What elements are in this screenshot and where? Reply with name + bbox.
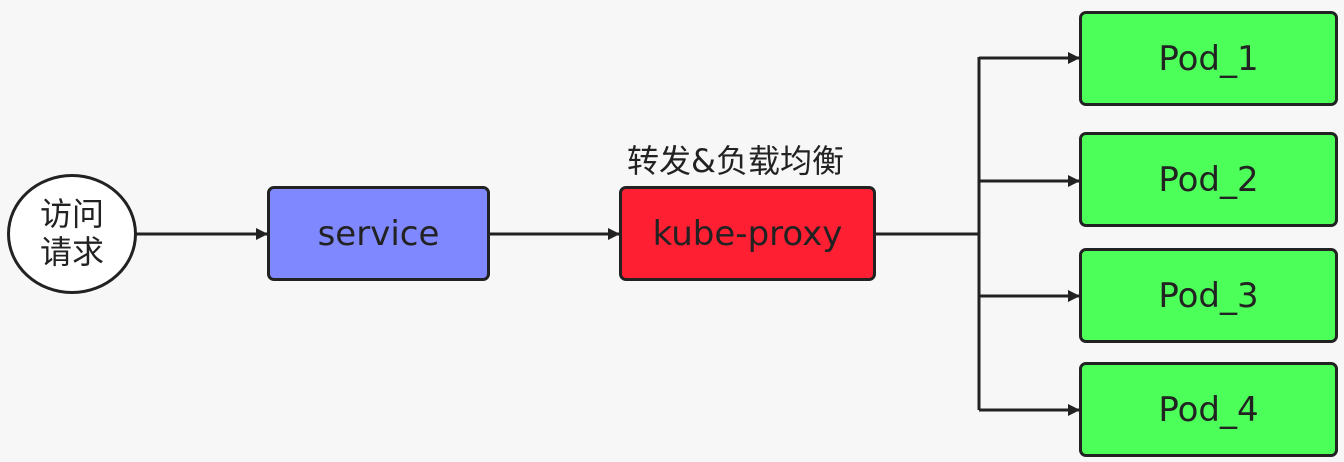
kube-proxy-node: kube-proxy [619,186,876,281]
proxy-annotation: 转发&负载均衡 [627,142,844,180]
pod-2-label: Pod_2 [1158,159,1259,200]
pod-3-node: Pod_3 [1079,248,1338,343]
pod-1-node: Pod_1 [1079,11,1338,106]
service-node: service [267,186,490,281]
pod-1-label: Pod_1 [1158,38,1259,79]
request-node-label: 访问请求 [39,195,104,271]
pod-3-label: Pod_3 [1158,275,1259,316]
request-node: 访问请求 [7,174,137,294]
kube-proxy-node-label: kube-proxy [652,213,843,254]
pod-2-node: Pod_2 [1079,132,1338,227]
pod-4-node: Pod_4 [1079,362,1338,457]
service-node-label: service [317,213,440,254]
pod-4-label: Pod_4 [1158,389,1259,430]
